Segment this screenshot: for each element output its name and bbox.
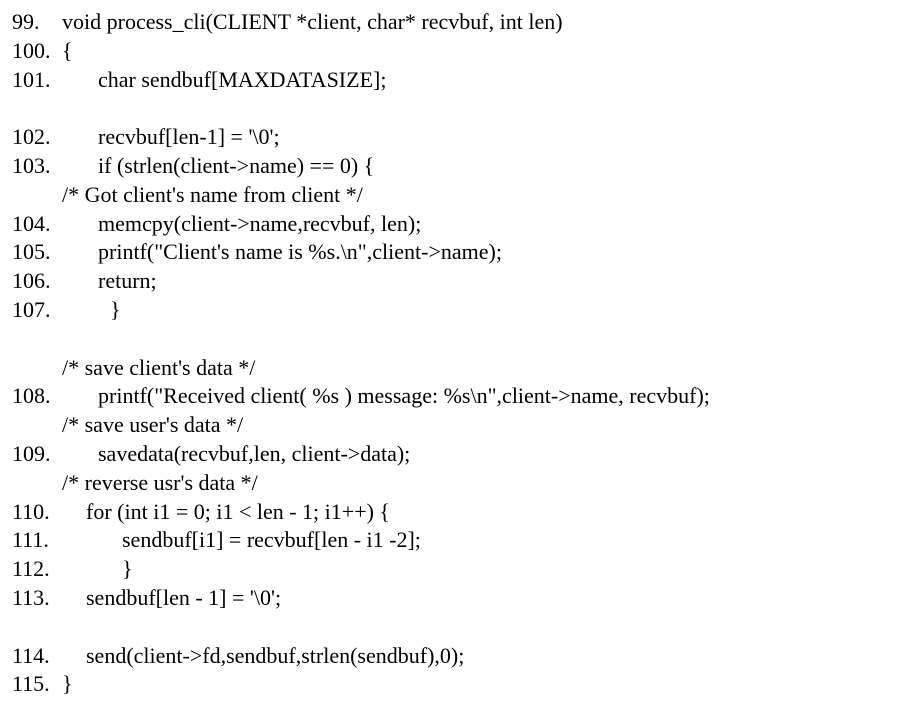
line-number: 99. [12, 9, 40, 34]
blank-line [0, 94, 897, 123]
code-listing: 99. void process_cli(CLIENT *client, char… [0, 8, 897, 699]
line-number: 100. [12, 37, 51, 63]
code-comment: /* save user's data */ [62, 412, 244, 438]
code-line: 99. void process_cli(CLIENT *client, char… [0, 8, 897, 37]
code-line: 115.} [0, 670, 897, 699]
code-text: char sendbuf[MAXDATASIZE]; [98, 66, 387, 92]
code-text: { [62, 37, 73, 63]
code-line: 100. { [0, 37, 897, 66]
code-text: savedata(recvbuf,len, client->data); [98, 440, 411, 466]
code-text: send(client->fd,sendbuf,strlen(sendbuf),… [86, 642, 465, 668]
code-text: return; [98, 268, 157, 294]
blank-line [0, 613, 897, 642]
line-number: 110. [12, 498, 50, 524]
code-line: 110. for (int i1 = 0; i1 < len - 1; i1++)… [0, 498, 897, 527]
blank-line [0, 325, 897, 354]
code-line: /* save user's data */ [0, 411, 897, 440]
code-line: 101. char sendbuf[MAXDATASIZE]; [0, 66, 897, 95]
code-line: /* Got client's name from client */ [0, 181, 897, 210]
line-number: 105. [12, 239, 51, 265]
line-number: 115. [12, 671, 50, 697]
code-line: 113. sendbuf[len - 1] = '\0'; [0, 584, 897, 613]
line-number: 113. [12, 584, 50, 610]
code-line: 112.} [0, 555, 897, 584]
line-number: 114. [12, 642, 50, 668]
code-line: 108. printf("Received client( %s ) messag… [0, 382, 897, 411]
code-line: 109. savedata(recvbuf,len, client->data); [0, 440, 897, 469]
code-line: 104. memcpy(client->name,recvbuf, len); [0, 210, 897, 239]
code-line: 106. return; [0, 267, 897, 296]
line-number: 104. [12, 210, 51, 236]
code-line: /* save client's data */ [0, 354, 897, 383]
code-text: printf("Received client( %s ) message: %… [98, 383, 710, 409]
line-number: 101. [12, 66, 51, 92]
code-line: 107.} [0, 296, 897, 325]
code-comment: /* save client's data */ [62, 354, 256, 380]
code-line: 114. send(client->fd,sendbuf,strlen(sendb… [0, 642, 897, 671]
code-comment: /* Got client's name from client */ [62, 181, 363, 207]
code-text: } [110, 296, 121, 322]
code-text: } [62, 671, 73, 697]
code-line: 111. sendbuf[i1] = recvbuf[len - i1 -2]; [0, 526, 897, 555]
code-text: if (strlen(client->name) == 0) { [98, 152, 375, 178]
line-number: 112. [12, 556, 50, 582]
code-line: 105. printf("Client's name is %s.\n",clie… [0, 238, 897, 267]
code-text: sendbuf[i1] = recvbuf[len - i1 -2]; [122, 527, 421, 553]
line-number: 111. [12, 527, 49, 553]
line-number: 106. [12, 268, 51, 294]
code-text: sendbuf[len - 1] = '\0'; [86, 584, 282, 610]
code-line: 103. if (strlen(client->name) == 0) { [0, 152, 897, 181]
line-number: 107. [12, 296, 51, 322]
code-text: memcpy(client->name,recvbuf, len); [98, 210, 422, 236]
code-comment: /* reverse usr's data */ [62, 469, 258, 495]
code-line: /* reverse usr's data */ [0, 469, 897, 498]
line-number: 103. [12, 152, 51, 178]
code-text: recvbuf[len-1] = '\0'; [98, 124, 280, 150]
code-line: 102. recvbuf[len-1] = '\0'; [0, 123, 897, 152]
code-text: for (int i1 = 0; i1 < len - 1; i1++) { [86, 498, 390, 524]
code-text: } [122, 556, 133, 582]
code-text: void process_cli(CLIENT *client, char* r… [62, 9, 563, 34]
code-text: printf("Client's name is %s.\n",client->… [98, 239, 502, 265]
line-number: 102. [12, 124, 51, 150]
line-number: 108. [12, 383, 51, 409]
line-number: 109. [12, 440, 51, 466]
